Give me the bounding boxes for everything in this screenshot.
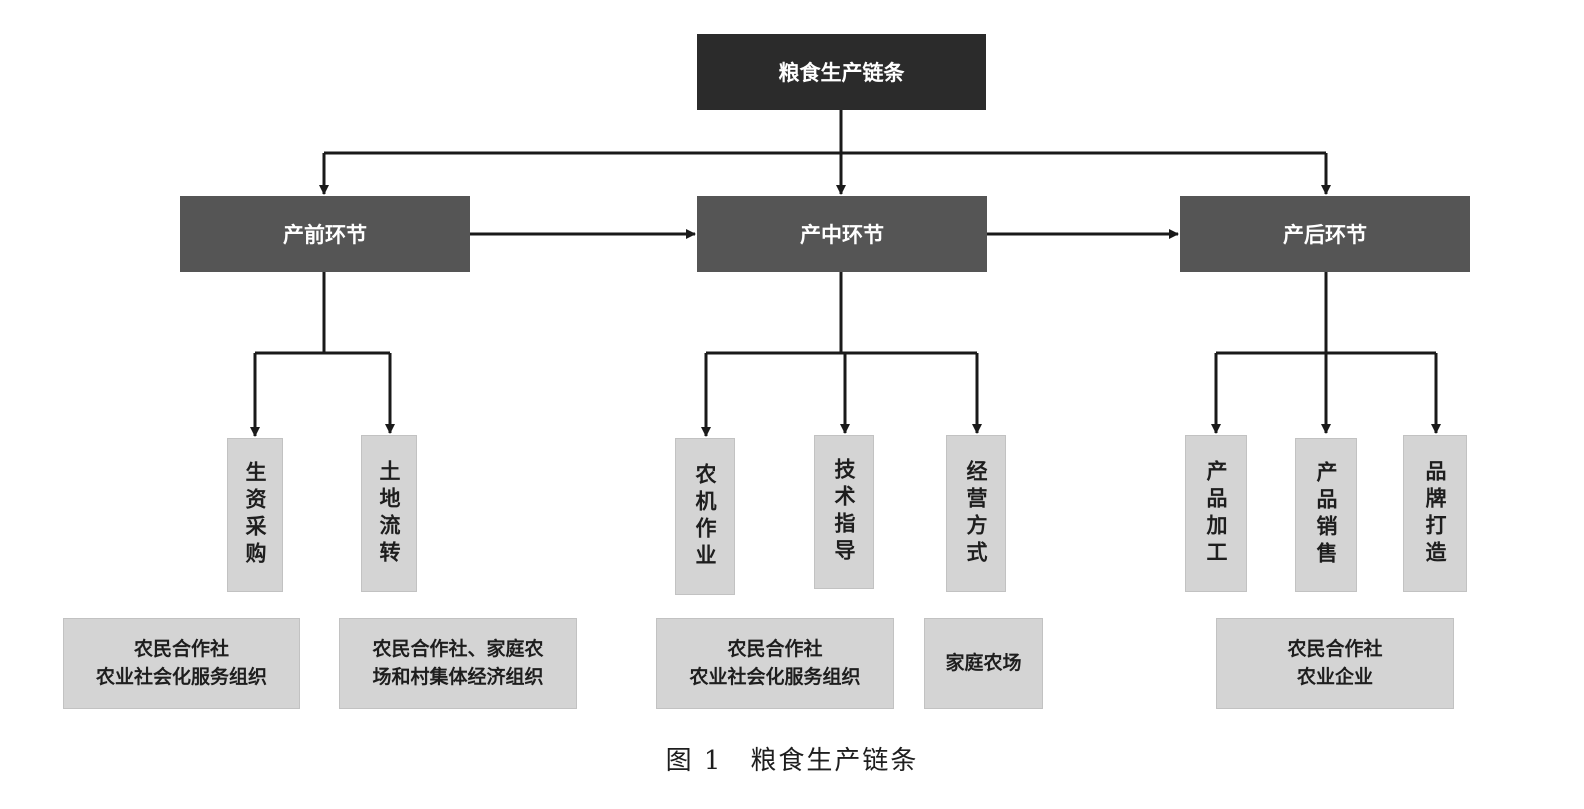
post-stage-label: 产后环节	[1283, 223, 1367, 247]
mid-production-stage-node: 产中环节	[697, 196, 987, 272]
leaf-label: 土地流转	[377, 459, 401, 568]
org-label: 农民合作社、家庭农 场和村集体经济组织	[372, 637, 544, 688]
org-label: 家庭农场	[945, 651, 1022, 674]
org-box-mid-service: 农民合作社 农业社会化服务组织	[656, 618, 894, 709]
pre-stage-label: 产前环节	[283, 223, 367, 247]
pre-production-stage-node: 产前环节	[180, 196, 470, 272]
leaf-label: 品牌打造	[1423, 459, 1447, 568]
org-label: 农民合作社 农业社会化服务组织	[689, 637, 861, 688]
root-label: 粮食生产链条	[778, 61, 905, 85]
leaf-label: 经营方式	[964, 459, 988, 568]
org-box-mid-family-farm: 家庭农场	[924, 618, 1043, 709]
leaf-product-sales: 产品销售	[1295, 438, 1357, 592]
root-node: 粮食生产链条	[697, 34, 986, 110]
leaf-label: 产品销售	[1314, 461, 1338, 569]
mid-stage-label: 产中环节	[800, 223, 884, 247]
leaf-brand-building: 品牌打造	[1403, 435, 1467, 592]
leaf-input-procurement: 生资采购	[227, 438, 283, 592]
leaf-label: 产品加工	[1204, 459, 1228, 568]
leaf-product-processing: 产品加工	[1185, 435, 1247, 592]
leaf-label: 技术指导	[832, 458, 856, 566]
org-box-post-enterprise: 农民合作社 农业企业	[1216, 618, 1454, 709]
org-label: 农民合作社 农业企业	[1287, 637, 1383, 688]
post-production-stage-node: 产后环节	[1180, 196, 1470, 272]
org-box-pre-land: 农民合作社、家庭农 场和村集体经济组织	[339, 618, 577, 709]
leaf-technical-guidance: 技术指导	[814, 435, 874, 589]
leaf-label: 农机作业	[693, 462, 717, 571]
leaf-label: 生资采购	[243, 461, 267, 569]
org-box-pre-input: 农民合作社 农业社会化服务组织	[63, 618, 300, 709]
leaf-operation-mode: 经营方式	[946, 435, 1006, 592]
figure-caption: 图 1 粮食生产链条	[665, 746, 919, 776]
leaf-land-transfer: 土地流转	[361, 435, 417, 592]
org-label: 农民合作社 农业社会化服务组织	[95, 637, 267, 688]
leaf-machinery-operation: 农机作业	[675, 438, 735, 595]
